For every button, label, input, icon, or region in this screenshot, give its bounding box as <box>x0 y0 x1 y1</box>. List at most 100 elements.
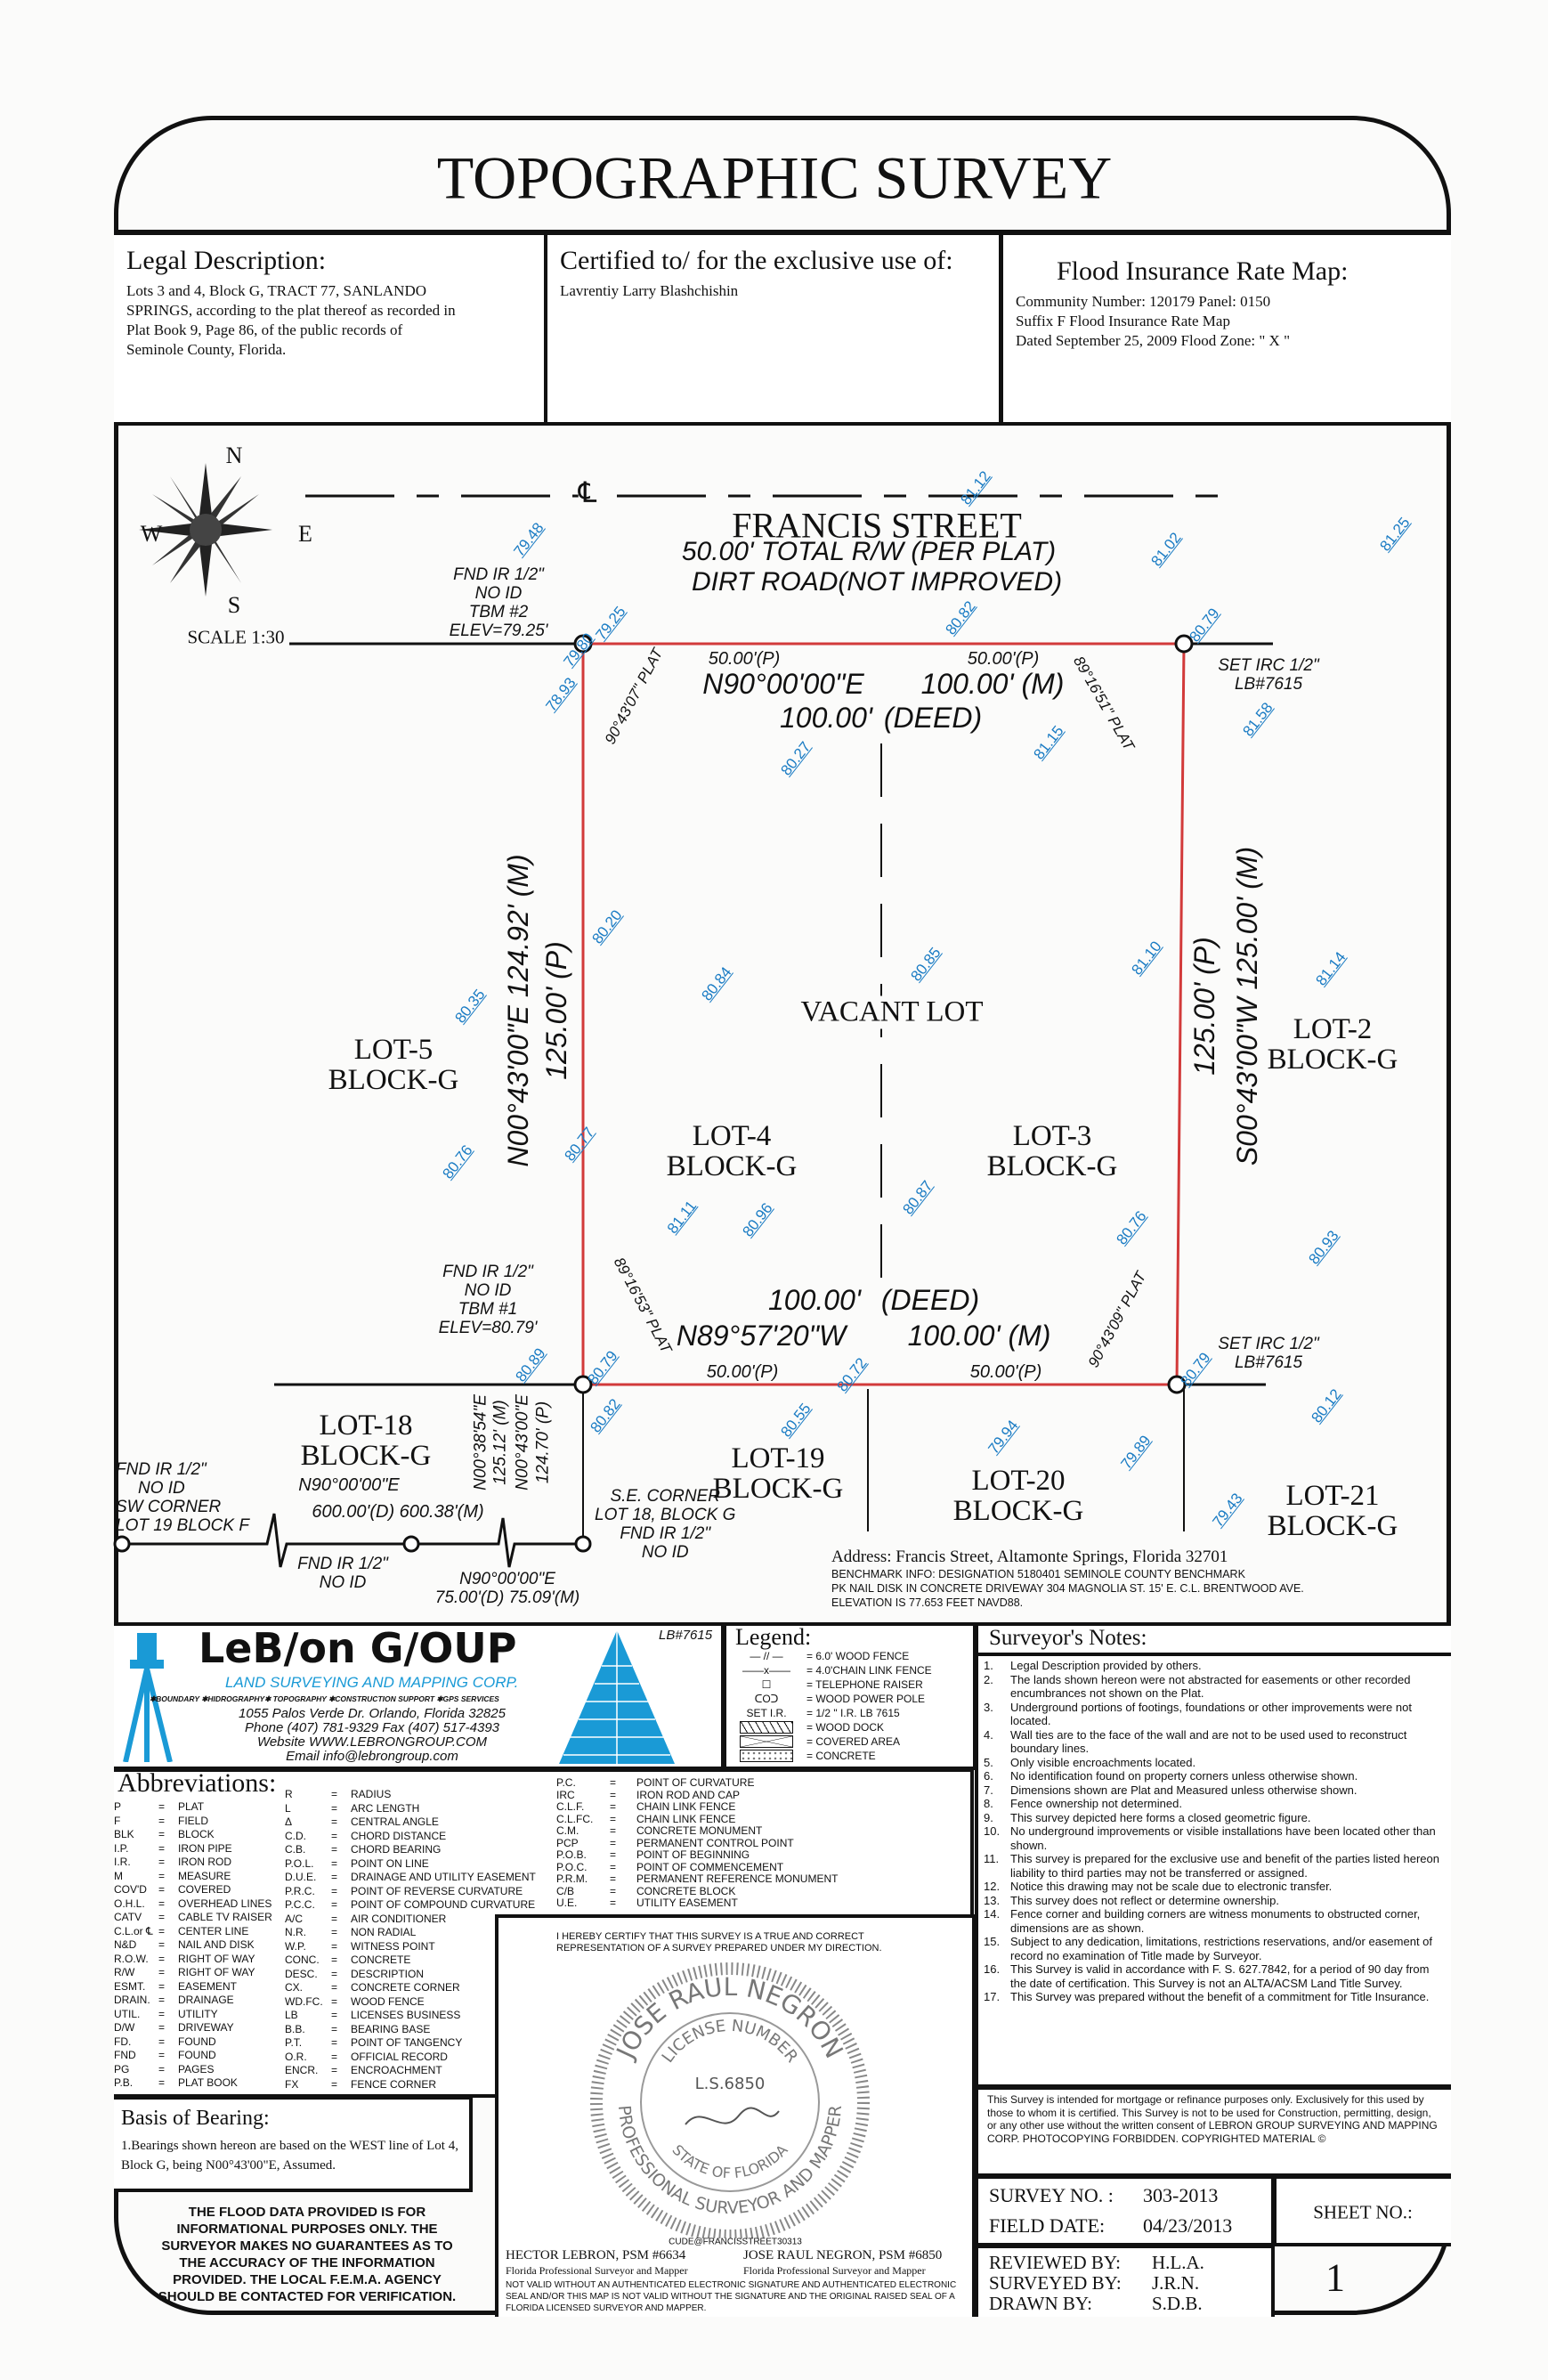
legal-heading: Legal Description: <box>126 246 327 275</box>
signoff-labels: REVIEWED BY:SURVEYED BY:DRAWN BY: <box>989 2252 1122 2314</box>
west-line-measured: N00°43'00"E 124.92' (M) <box>502 854 534 1167</box>
field-date: 04/23/2013 <box>1143 2214 1233 2237</box>
abbreviation-row: O.R.=OFFICIAL RECORD <box>285 2050 448 2063</box>
certified-heading: Certified to/ for the exclusive use of: <box>560 246 953 275</box>
flood-line: Suffix F Flood Insurance Rate Map <box>1016 313 1230 329</box>
compass-rose-icon <box>139 463 272 597</box>
flood-line: Community Number: 120179 Panel: 0150 <box>1016 293 1271 310</box>
plat-dist: 50.00'(P) <box>969 1362 1042 1382</box>
street-name: FRANCIS STREET <box>732 505 1022 546</box>
abbreviation-row: N.R.=NON RADIAL <box>285 1926 417 1938</box>
abbreviation-row: P.T.=POINT OF TANGENCY <box>285 2036 463 2049</box>
note-item: 3.Underground portions of footings, foun… <box>984 1700 1412 1728</box>
svg-text:LICENSE NUMBER: LICENSE NUMBER <box>659 2017 802 2067</box>
deed-label: (DEED) <box>880 1284 980 1316</box>
company-contact: 1055 Palos Verde Dr. Orlando, Florida 32… <box>239 1706 506 1764</box>
abbreviation-row: DESC.=DESCRIPTION <box>285 1967 425 1980</box>
east-line-measured: S00°43'00"W 125.00' (M) <box>1231 846 1263 1166</box>
concrete-swatch <box>740 1750 793 1762</box>
note-item: 5.Only visible encroachments located. <box>984 1755 1196 1769</box>
note-item: 9.This survey depicted here forms a clos… <box>984 1810 1311 1824</box>
abbreviation-row: I.R.=IRON ROD <box>114 1856 231 1868</box>
survey-info-box: SURVEY NO. : 303-2013 FIELD DATE: 04/23/… <box>975 2175 1275 2246</box>
plat-dist: 50.00'(P) <box>706 1362 779 1382</box>
validity-note: NOT VALID WITHOUT AN AUTHENTICATED ELECT… <box>506 2280 957 2313</box>
abbreviation-row: COV'D=COVERED <box>114 1883 231 1896</box>
abbreviations-heading: Abbreviations: <box>118 1768 277 1798</box>
east-line-plat: 125.00' (P) <box>1188 937 1220 1076</box>
note-item: 14.Fence corner and building corners are… <box>984 1907 1421 1935</box>
note-item: 12.Notice this drawing may not be scale … <box>984 1880 1333 1893</box>
covered-area-swatch <box>740 1735 793 1748</box>
abbreviation-row: PG=PAGES <box>114 2062 215 2075</box>
abbreviation-row: CX.=CONCRETE CORNER <box>285 1981 460 1994</box>
abbreviation-row: C.M.=CONCRETE MONUMENT <box>556 1824 763 1837</box>
abbreviation-row: CONC.=CONCRETE <box>285 1954 411 1966</box>
surveyor2-name: JOSE RAUL NEGRON, PSM #6850 <box>743 2248 943 2262</box>
certification-text: I HEREBY CERTIFY THAT THIS SURVEY IS A T… <box>556 1931 882 1954</box>
abbreviation-row: R/W=RIGHT OF WAY <box>114 1966 255 1978</box>
west-line-plat: 125.00' (P) <box>540 941 572 1080</box>
field-date-label: FIELD DATE: <box>989 2214 1106 2237</box>
notes-heading: Surveyor's Notes: <box>978 1626 1451 1656</box>
iron-rod-markers <box>113 634 1194 1553</box>
note-item: 11.This survey is prepared for the exclu… <box>984 1852 1439 1880</box>
abbreviation-row: C.L.or ℄=CENTER LINE <box>114 1924 249 1937</box>
note-item: 8.Fence ownership not determined. <box>984 1797 1182 1810</box>
company-services: ✱BOUNDARY ✱HIDROGRAPHY✱ TOPOGRAPHY ✱CONS… <box>150 1694 499 1703</box>
address-block: Address: Francis Street, Altamonte Sprin… <box>831 1547 1304 1609</box>
abbreviation-row: N&D=NAIL AND DISK <box>114 1938 255 1951</box>
abbreviation-row: P.B.=PLAT BOOK <box>114 2076 238 2089</box>
legend-item: = COVERED AREA <box>726 1734 973 1749</box>
legend-item: — // —= 6.0' WOOD FENCE <box>750 1650 910 1662</box>
compass-e: E <box>298 521 312 547</box>
legend-item: ——x——= 4.0'CHAIN LINK FENCE <box>742 1664 932 1677</box>
lot18-distance: 600.00'(D) 600.38'(M) <box>312 1502 484 1522</box>
flood-notice: THE FLOOD DATA PROVIDED IS FOR INFORMATI… <box>158 2205 457 2304</box>
set-irc-se: SET IRC 1/2"LB#7615 <box>1218 1335 1319 1372</box>
abbreviation-row: O.H.L.=OVERHEAD LINES <box>114 1897 272 1910</box>
abbreviation-row: WD.FC.=WOOD FENCE <box>285 1994 425 2008</box>
legend-item: ☐= TELEPHONE RAISER <box>761 1678 923 1691</box>
note-item: 7.Dimensions shown are Plat and Measured… <box>984 1783 1358 1797</box>
abbreviation-row: R=RADIUS <box>285 1788 392 1800</box>
company-subtitle: LAND SURVEYING AND MAPPING CORP. <box>225 1674 519 1691</box>
lot18-bearing: N90°00'00"E <box>298 1475 400 1495</box>
legend-item: = CONCRETE <box>726 1749 973 1763</box>
note-item: 2.The lands shown hereon were not abstra… <box>984 1672 1411 1701</box>
deed-label: (DEED) <box>883 702 983 734</box>
compass-s: S <box>227 592 241 618</box>
abbreviation-row: C.L.FC.=CHAIN LINK FENCE <box>556 1812 736 1825</box>
abbreviation-row: C.B.=CHORD BEARING <box>285 1843 442 1856</box>
surveyor-seal: JOSE RAUL NEGRON PROFESSIONAL SURVEYOR A… <box>590 1962 870 2238</box>
legend-box: Legend: — // —= 6.0' WOOD FENCE ——x——= 4… <box>723 1622 977 1770</box>
note-item: 15.Subject to any dedication, limitation… <box>984 1935 1433 1962</box>
abbreviation-row: B.B.=BEARING BASE <box>285 2022 431 2035</box>
survey-no: 303-2013 <box>1143 2184 1219 2206</box>
lot18-east-measured: 125.12' (M) <box>490 1400 510 1485</box>
south-bearing: N89°57'20"W <box>676 1320 847 1352</box>
scale-label: SCALE 1:30 <box>187 626 285 648</box>
legend-heading: Legend: <box>735 1624 812 1650</box>
sheet-no-label: SHEET NO.: <box>1313 2201 1413 2223</box>
fnd-ir-note: FND IR 1/2"NO ID <box>297 1555 388 1592</box>
page-title: TOPOGRAPHIC SURVEY <box>436 143 1113 212</box>
north-bearing: N90°00'00"E <box>702 668 864 700</box>
abbreviation-row: R.O.W.=RIGHT OF WAY <box>114 1952 255 1965</box>
basis-heading: Basis of Bearing: <box>121 2107 270 2130</box>
abbreviation-row: Δ=CENTRAL ANGLE <box>285 1815 439 1828</box>
license-number: LB#7615 <box>659 1628 713 1643</box>
legal-line: SPRINGS, according to the plat thereof a… <box>126 302 456 319</box>
surveyor1-name: HECTOR LEBRON, PSM #6634 <box>506 2248 686 2262</box>
sheet-number: 1 <box>1325 2255 1345 2300</box>
